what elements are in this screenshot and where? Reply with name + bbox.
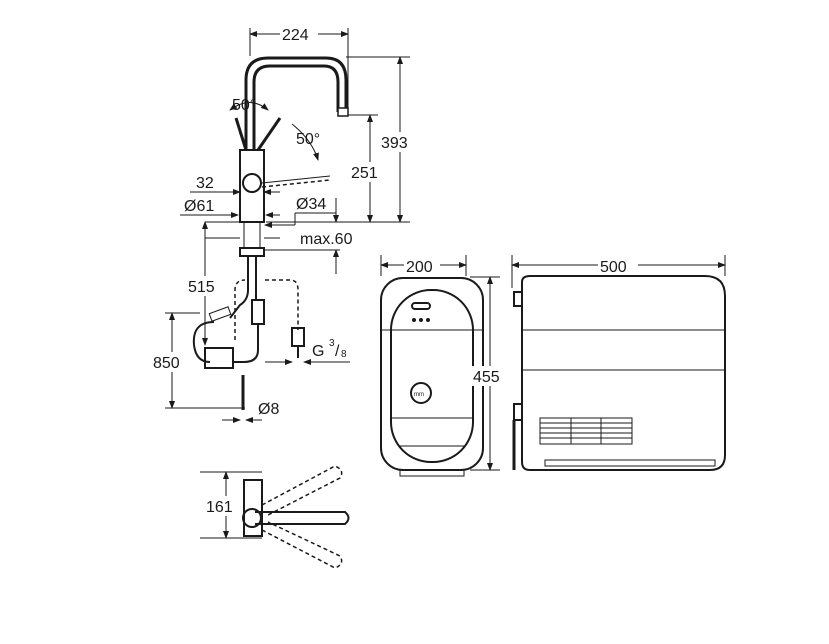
gauge-marks: mm [414,392,424,398]
dim-224: 224 [282,27,309,44]
faucet-top-view: 161 [200,465,350,569]
thread-g: G [312,343,324,360]
filter-gauge-icon [410,382,432,404]
dim-850: 850 [153,355,180,372]
max-60: max.60 [300,231,353,248]
thread-num: 3 [329,338,335,349]
boiler-side-body [521,275,726,471]
thread-den: 8 [341,349,347,360]
valve-box [204,347,234,369]
dia-8: Ø8 [258,401,279,418]
angle-left-label: 50° [232,97,256,114]
boiler-side-view: 500 [511,255,726,471]
vent-grille [539,417,633,445]
dim-32: 32 [196,175,214,192]
dim-393: 393 [381,135,408,152]
faucet-side-view: 50° 50° 224 393 251 32 Ø61 Ø34 max.60 [152,24,416,423]
dia-61: Ø61 [184,198,214,215]
dim-161: 161 [206,499,233,516]
dim-455: 455 [473,369,500,386]
thread-slash: / [335,343,340,360]
dim-515: 515 [188,279,215,296]
dia-34: Ø34 [296,196,326,213]
dim-251: 251 [351,165,378,182]
faucet-spout [244,56,348,178]
angle-right-label: 50° [296,131,320,148]
dim-200: 200 [406,259,433,276]
indicator-light [411,302,431,310]
dim-500: 500 [600,259,627,276]
boiler-front-view: mm 200 455 [380,255,508,477]
faucet-lever [242,173,262,193]
